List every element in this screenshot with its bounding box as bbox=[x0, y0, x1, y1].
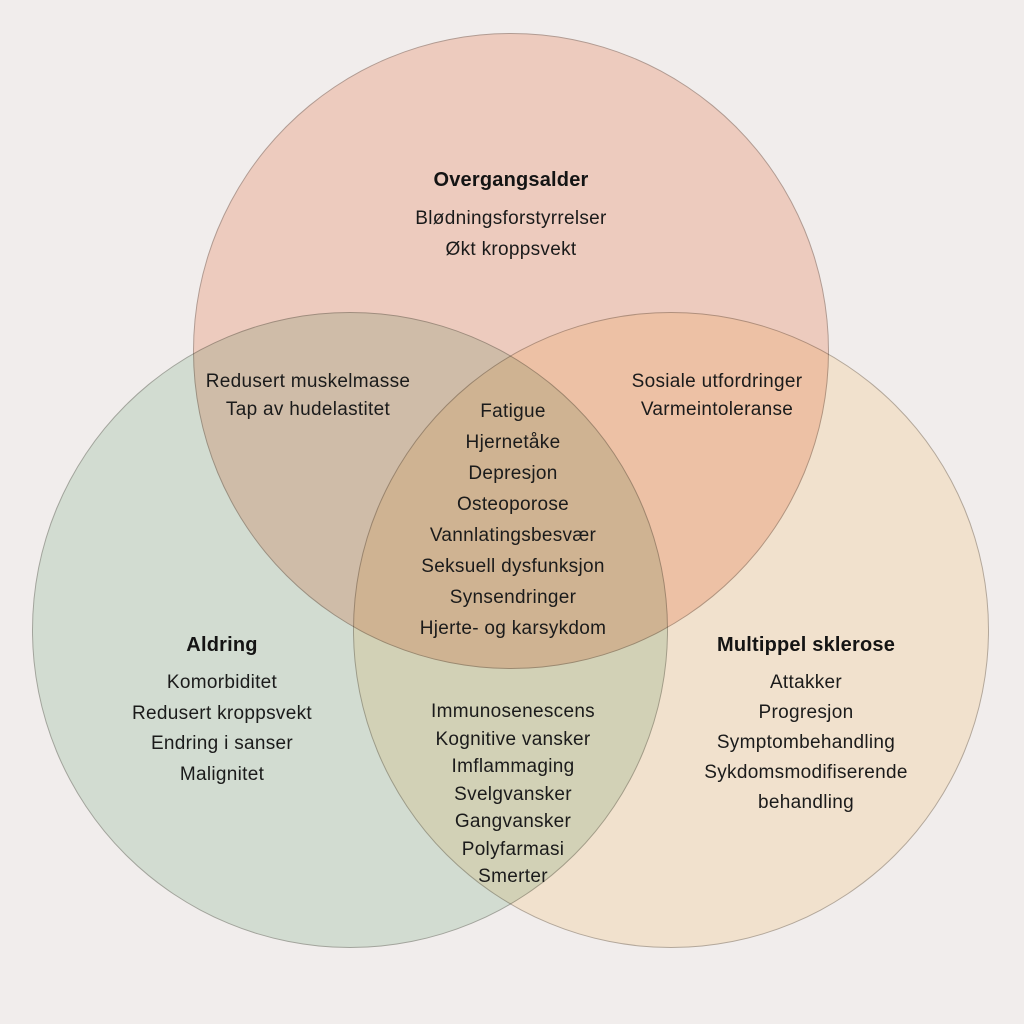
list-item: Redusert kroppsvekt bbox=[132, 702, 312, 724]
list-item: Hjerte- og karsykdom bbox=[419, 618, 607, 639]
list-item: Depresjon bbox=[468, 463, 558, 484]
label-multippel-sklerose: Multippel sklerose bbox=[716, 634, 896, 656]
list-item: Symptombehandling bbox=[716, 732, 896, 753]
list-item: Endring i sanser bbox=[150, 733, 294, 754]
list-item: Smerter bbox=[478, 866, 548, 887]
list-item: Sosiale utfordringer bbox=[631, 371, 803, 392]
list-item: Vannlatingsbesvær bbox=[429, 525, 597, 546]
list-item: Malignitet bbox=[179, 763, 265, 785]
list-item: Redusert muskelmasse bbox=[205, 371, 411, 392]
list-item: Immunosenescens bbox=[431, 701, 595, 722]
list-item: Sykdomsmodifiserende behandling bbox=[704, 762, 908, 813]
list-item: Hjernetåke bbox=[465, 432, 561, 453]
circle-multippel-sklerose bbox=[353, 312, 989, 948]
list-item: Polyfarmasi bbox=[461, 838, 565, 860]
list-item: Komorbiditet bbox=[166, 672, 278, 693]
list-item: Gangvansker bbox=[454, 811, 572, 832]
list-item: Varmeintoleranse bbox=[640, 399, 794, 420]
list-item: Synsendringer bbox=[449, 587, 577, 608]
list-item: Tap av hudelastitet bbox=[225, 399, 391, 420]
list-item: Attakker bbox=[769, 672, 843, 693]
list-item: Kognitive vansker bbox=[435, 728, 591, 750]
list-item: Økt kroppsvekt bbox=[445, 239, 577, 260]
list-item: Blødningsforstyrrelser bbox=[415, 208, 607, 229]
list-item: Osteoporose bbox=[456, 494, 570, 515]
label-overgangsalder: Overgangsalder bbox=[433, 169, 589, 191]
list-item: Progresjon bbox=[758, 702, 854, 723]
list-item: Imflammaging bbox=[451, 756, 575, 777]
label-aldring: Aldring bbox=[186, 634, 258, 656]
list-item: Fatigue bbox=[480, 401, 546, 422]
list-item: Seksuell dysfunksjon bbox=[421, 556, 605, 577]
list-item: Svelgvansker bbox=[454, 783, 572, 805]
